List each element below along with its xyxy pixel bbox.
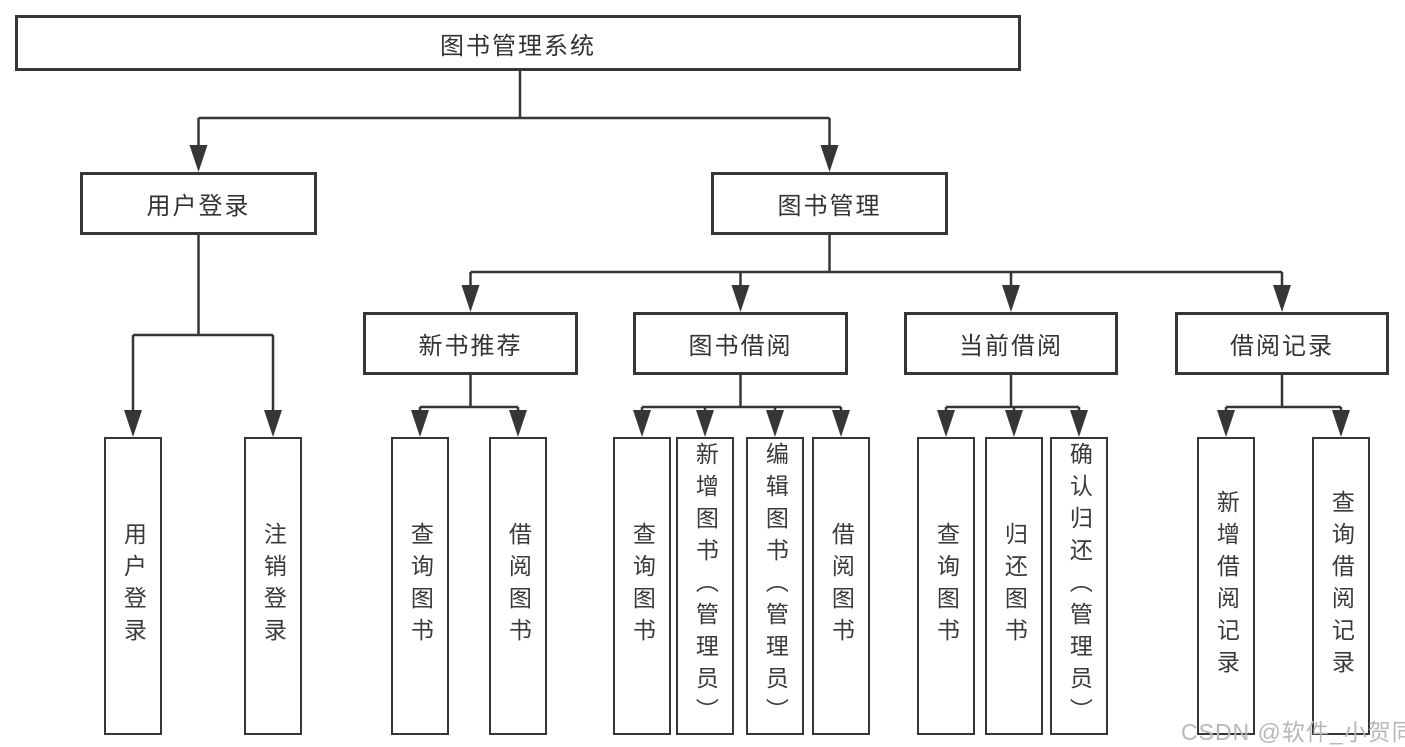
node-borrow-records-label: 借阅记录 [1230,333,1334,360]
leaf-current-return-book: 归还图书 [985,437,1043,735]
leaf-borrow-borrow-books: 借阅图书 [812,437,870,735]
leaf-user-login-label: 用户登录 [120,522,147,650]
leaf-recommend-query-books: 查询图书 [391,437,449,735]
leaf-records-add-record: 新增借阅记录 [1197,437,1255,735]
node-user-login: 用户登录 [80,172,317,235]
leaf-recommend-borrow-books-label: 借阅图书 [505,522,532,650]
leaf-records-query-record: 查询借阅记录 [1312,437,1370,735]
leaf-current-confirm-return-admin: 确认归还（管理员） [1050,437,1108,735]
node-book-management: 图书管理 [711,172,948,235]
leaf-current-query-books-label: 查询图书 [933,522,960,650]
node-book-borrow-label: 图书借阅 [688,333,793,360]
leaf-current-confirm-return-admin-label: 确认归还（管理员） [1066,442,1093,730]
connector-book-management [461,235,1291,312]
leaf-recommend-query-books-label: 查询图书 [407,522,434,650]
leaf-records-add-record-label: 新增借阅记录 [1213,490,1240,682]
leaf-logout-label: 注销登录 [260,522,287,650]
leaf-borrow-add-book-admin: 新增图书（管理员） [676,437,734,735]
node-current-borrow-label: 当前借阅 [959,333,1063,360]
node-borrow-records: 借阅记录 [1175,312,1389,375]
leaf-borrow-borrow-books-label: 借阅图书 [828,522,855,650]
leaf-borrow-query-books-label: 查询图书 [629,522,656,650]
connector-user-login [124,235,282,437]
connector-current-borrow [937,375,1088,437]
leaf-records-query-record-label: 查询借阅记录 [1328,490,1355,682]
csdn-watermark: CSDN @软件_小贺同学 [1181,719,1405,745]
connector-borrow-records [1217,375,1350,437]
node-book-borrow: 图书借阅 [633,312,848,375]
node-root-label: 图书管理系统 [440,32,596,60]
connector-root [189,71,839,172]
connector-book-borrow [633,375,850,437]
leaf-user-login: 用户登录 [104,437,162,735]
leaf-logout: 注销登录 [244,437,302,735]
leaf-current-return-book-label: 归还图书 [1001,522,1028,650]
node-user-login-label: 用户登录 [146,193,251,220]
node-new-book-recommend: 新书推荐 [363,312,578,375]
node-new-book-recommend-label: 新书推荐 [418,333,523,360]
leaf-borrow-edit-book-admin-label: 编辑图书（管理员） [762,442,789,730]
node-current-borrow: 当前借阅 [904,312,1118,375]
leaf-borrow-add-book-admin-label: 新增图书（管理员） [692,442,719,730]
leaf-borrow-query-books: 查询图书 [613,437,671,735]
leaf-current-query-books: 查询图书 [917,437,975,735]
leaf-borrow-edit-book-admin: 编辑图书（管理员） [746,437,804,735]
node-book-management-label: 图书管理 [777,193,882,220]
connector-new-book-recommend [411,375,527,437]
leaf-recommend-borrow-books: 借阅图书 [489,437,547,735]
node-root: 图书管理系统 [15,15,1021,71]
